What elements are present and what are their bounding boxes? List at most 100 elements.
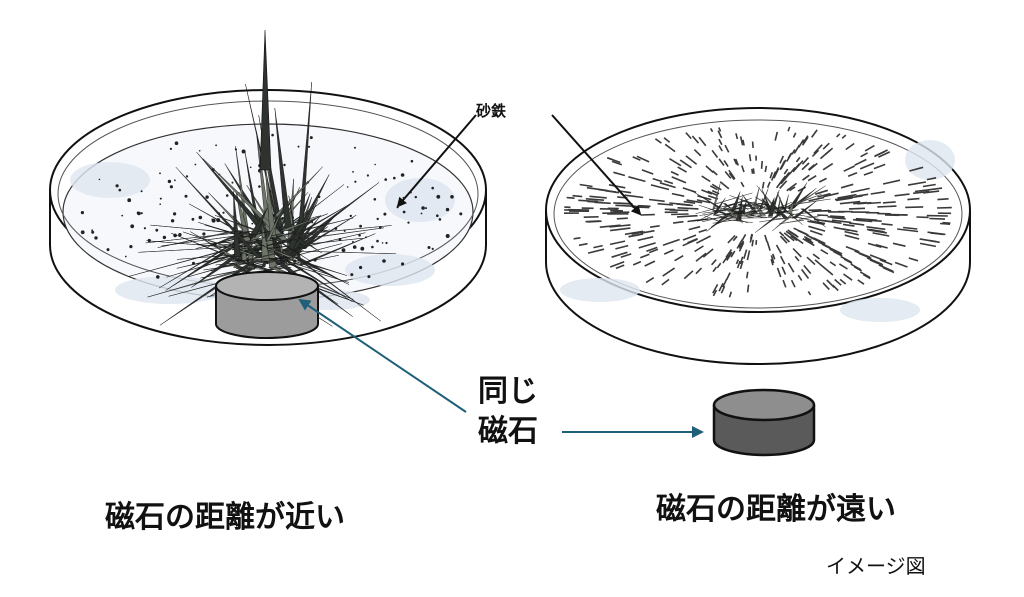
iron-dot — [283, 163, 286, 167]
iron-line — [654, 138, 662, 144]
iron-dot — [385, 241, 388, 245]
iron-line — [711, 183, 722, 191]
iron-line — [836, 197, 849, 201]
iron-line — [897, 228, 919, 233]
iron-line — [589, 195, 607, 199]
iron-dot — [198, 150, 201, 152]
iron-line — [749, 234, 754, 243]
iron-line — [866, 226, 886, 231]
iron-line — [914, 189, 926, 193]
iron-line — [779, 180, 788, 189]
iron-line — [732, 235, 738, 242]
iron-spike — [261, 221, 270, 262]
right-dish — [545, 107, 971, 365]
iron-line — [740, 181, 745, 188]
iron-line — [842, 228, 858, 233]
iron-line — [845, 245, 860, 253]
iron-line — [779, 235, 788, 244]
iron-line — [709, 127, 714, 133]
iron-spike — [779, 220, 804, 224]
iron-line — [693, 149, 702, 157]
iron-line — [733, 158, 738, 165]
right-dish-clouds — [560, 140, 955, 322]
iron-spike — [297, 233, 376, 266]
iron-dot — [373, 198, 377, 201]
iron-line — [698, 136, 707, 147]
iron-dot — [184, 194, 188, 198]
iron-line — [924, 187, 943, 192]
iron-dot — [360, 246, 365, 251]
iron-line — [615, 264, 625, 270]
iron-line — [830, 215, 845, 218]
iron-line — [593, 244, 603, 249]
iron-spike — [235, 257, 290, 261]
iron-spike — [259, 29, 272, 171]
iron-line — [632, 156, 641, 161]
same-magnet-label-line1: 同じ — [478, 374, 538, 409]
iron-line — [718, 127, 722, 132]
iron-line — [671, 192, 685, 197]
iron-line — [751, 168, 754, 174]
iron-dot — [106, 248, 110, 252]
iron-line — [770, 258, 774, 266]
iron-dot — [140, 212, 143, 215]
iron-spike — [175, 167, 262, 259]
iron-line — [879, 259, 893, 266]
iron-line — [773, 167, 780, 177]
iron-dot — [376, 239, 379, 243]
iron-line — [772, 253, 776, 260]
iron-line — [869, 254, 887, 262]
iron-line — [611, 160, 623, 166]
iron-dot — [350, 273, 354, 277]
iron-line — [760, 160, 763, 169]
iron-spike — [772, 203, 789, 218]
iron-line — [824, 147, 834, 156]
iron-line — [868, 219, 882, 222]
iron-line — [791, 149, 796, 155]
iron-line — [842, 223, 855, 227]
iron-spike — [207, 231, 250, 248]
iron-line — [677, 207, 699, 210]
iron-line — [802, 135, 809, 144]
iron-line — [730, 250, 736, 258]
iron-line — [745, 271, 749, 279]
iron-line — [831, 219, 852, 224]
iron-line — [788, 166, 796, 175]
iron-line — [725, 249, 733, 258]
iron-dot — [198, 215, 203, 220]
iron-line — [694, 245, 704, 253]
left-dish-wall — [49, 190, 487, 346]
iron-line — [738, 240, 745, 250]
iron-dot — [438, 218, 442, 221]
iron-dot — [170, 219, 175, 223]
iron-line — [712, 289, 718, 297]
iron-line — [809, 220, 826, 225]
iron-line — [657, 202, 674, 206]
iron-dot — [307, 145, 311, 148]
iron-line — [646, 246, 658, 252]
iron-spike — [191, 250, 248, 288]
iron-dot — [343, 229, 346, 232]
iron-line — [937, 198, 949, 201]
iron-line — [821, 243, 832, 250]
iron-spike — [279, 213, 328, 231]
iron-line — [907, 197, 920, 201]
iron-dot — [421, 206, 425, 210]
iron-dot — [249, 166, 252, 169]
iron-line — [905, 206, 924, 209]
iron-spike — [750, 187, 760, 216]
iron-line — [822, 162, 834, 171]
iron-spike — [759, 217, 795, 223]
iron-line — [572, 194, 583, 198]
iron-spike — [723, 217, 767, 219]
iron-dot — [425, 207, 427, 210]
iron-line — [801, 162, 810, 171]
iron-spike — [196, 151, 273, 236]
iron-line — [787, 126, 791, 132]
iron-line — [711, 149, 719, 158]
right-magnet — [712, 388, 816, 457]
iron-line — [695, 267, 703, 275]
iron-line — [764, 234, 768, 242]
iron-line — [783, 232, 795, 242]
iron-line — [631, 231, 646, 235]
